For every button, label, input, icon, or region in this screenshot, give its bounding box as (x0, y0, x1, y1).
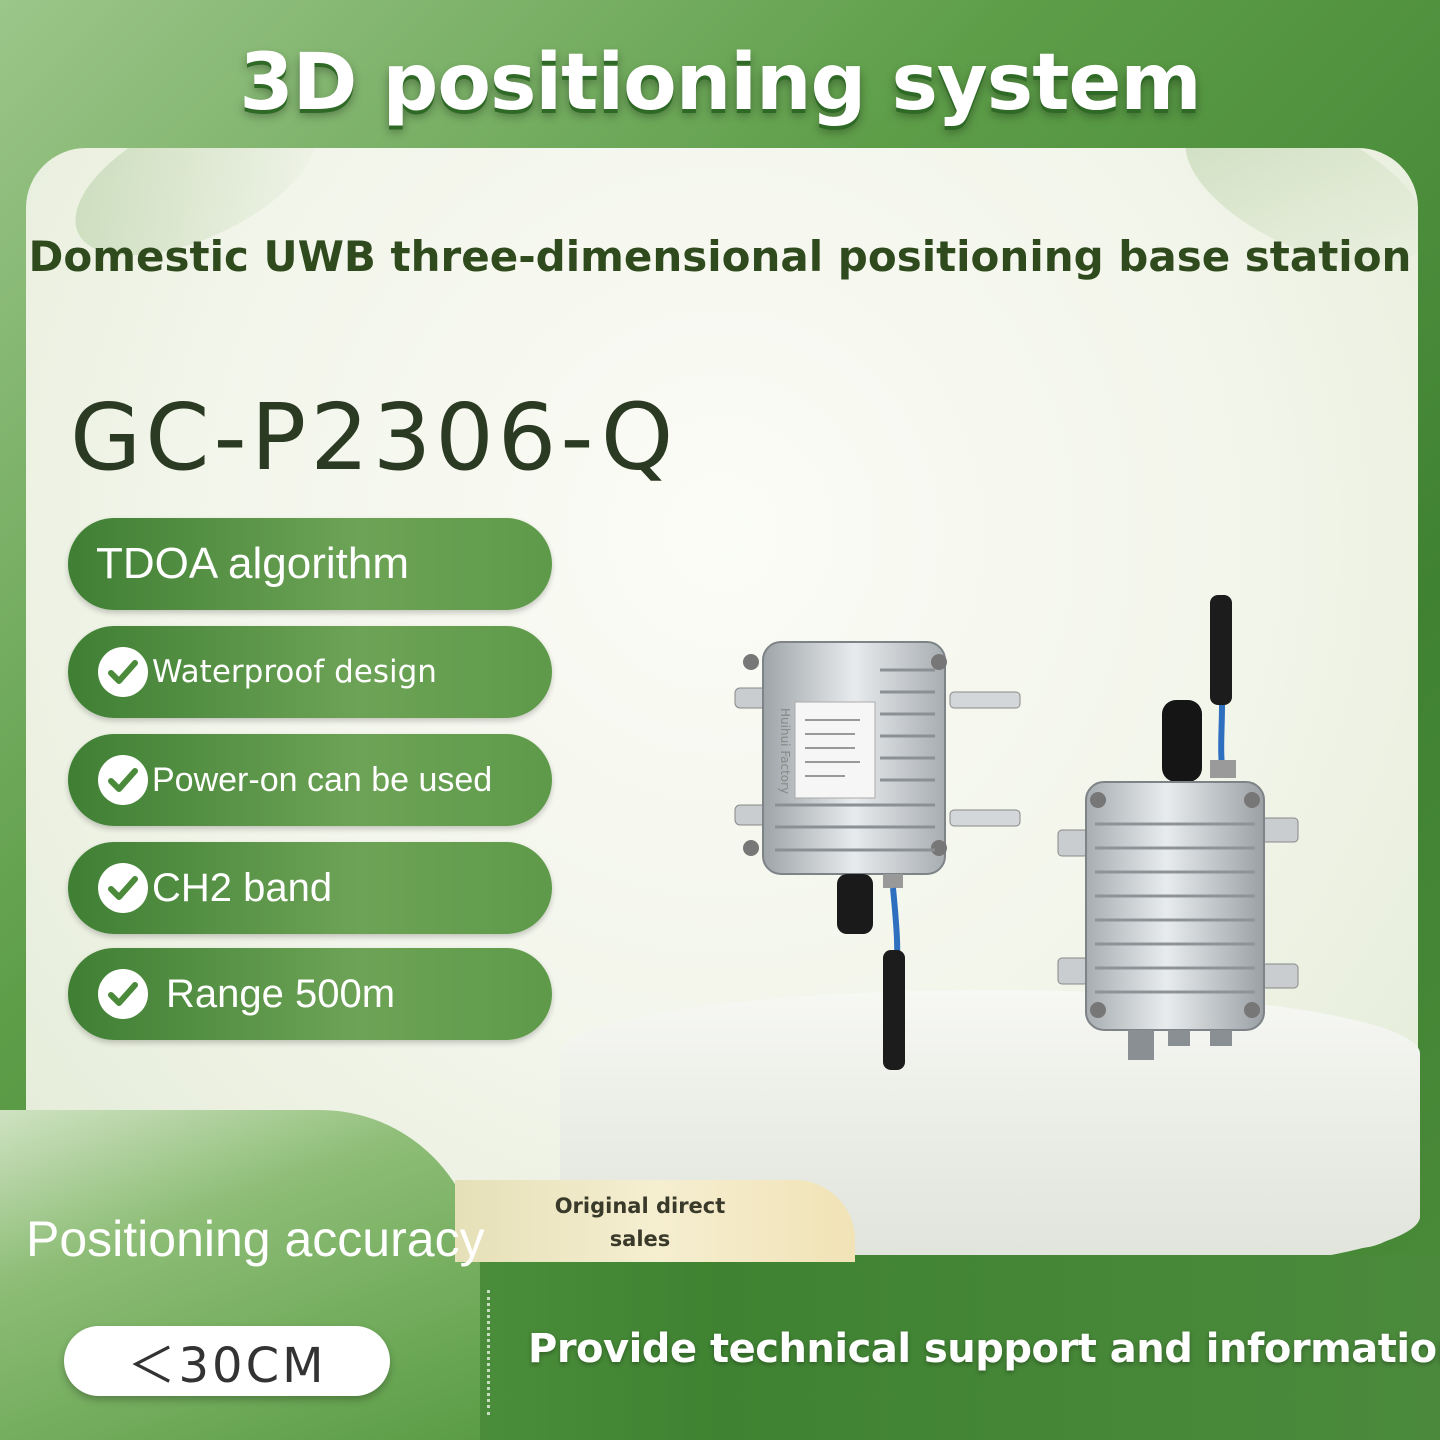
feature-pill-ch2-band: CH2 band (68, 842, 552, 934)
feature-label: Range 500m (166, 971, 396, 1016)
base-station-device-side (1057, 595, 1299, 1060)
feature-pill-waterproof: Waterproof design (68, 626, 552, 718)
checkmark-circle-icon (98, 755, 148, 805)
feature-pill-range: Range 500m (68, 948, 552, 1040)
page-title: 3D positioning system (239, 38, 1201, 128)
direct-sales-badge: Original direct sales (520, 1190, 760, 1256)
badge-line-1: Original direct (554, 1194, 726, 1218)
feature-label: TDOA algorithm (96, 539, 409, 588)
feature-label: Waterproof design (152, 654, 437, 690)
device-watermark: Huihui Factory (778, 708, 792, 795)
feature-label: Power-on can be used (152, 760, 493, 799)
checkmark-circle-icon (98, 863, 148, 913)
feature-pill-tdoa: TDOA algorithm (68, 518, 552, 610)
badge-line-2: sales (609, 1227, 671, 1251)
support-text: Provide technical support and informatio… (528, 1326, 1440, 1372)
feature-label: CH2 band (152, 865, 333, 910)
accuracy-value: ＜30CM (64, 1326, 390, 1396)
dotted-divider (487, 1290, 490, 1415)
base-station-device-front (734, 641, 1021, 1070)
model-number: GC-P2306-Q (70, 384, 678, 491)
product-subtitle: Domestic UWB three-dimensional positioni… (28, 232, 1412, 281)
direct-sales-tab (455, 1180, 855, 1262)
accuracy-label: Positioning accuracy (26, 1211, 485, 1267)
checkmark-circle-icon (98, 969, 148, 1019)
feature-pill-power-on: Power-on can be used (68, 734, 552, 826)
checkmark-circle-icon (98, 647, 148, 697)
